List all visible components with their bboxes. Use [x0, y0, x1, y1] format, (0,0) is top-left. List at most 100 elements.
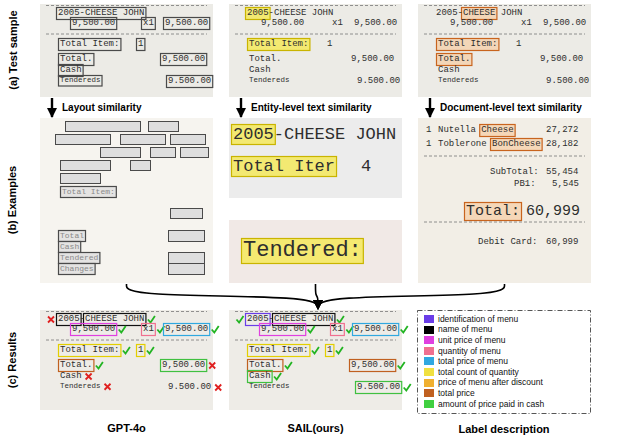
receipt-text: Cash [249, 372, 271, 381]
receipt-text: 55,454 [546, 168, 578, 177]
edge-label: Entity-level text similarity [249, 102, 374, 113]
legend-swatch [424, 400, 434, 408]
layout-box [149, 122, 179, 132]
legend-label: quantity of menu [438, 347, 501, 356]
highlight-box [59, 253, 100, 264]
receipt-text: 9,500.00 [261, 325, 304, 334]
legend-label: total price [438, 389, 475, 398]
legend-label: total count of quantity [438, 368, 519, 377]
dashed-rule [46, 34, 207, 35]
crop-band [229, 220, 402, 283]
receipt-text: 2005-CHEESE JOHN [436, 9, 522, 18]
receipt-text: 9,500.00 [540, 55, 583, 64]
highlight-box [161, 360, 207, 372]
dashed-rule [46, 340, 207, 341]
layout-box [61, 174, 101, 184]
highlight-box [59, 264, 96, 275]
row-label: (b) Examples [6, 166, 18, 234]
receipt-text: Tendered: [243, 240, 362, 262]
receipt-text: Tendereds [249, 383, 290, 391]
receipt-text: 1 [138, 346, 143, 355]
receipt-text: Nutella Cheese [438, 126, 514, 135]
legend-entry: unit price of menu [424, 335, 506, 345]
receipt-text: Cash [249, 66, 271, 75]
layout-box [169, 253, 205, 264]
legend-swatch [424, 347, 434, 355]
receipt-text: 9,500.00 [354, 19, 397, 28]
legend-label: identification of menu [438, 315, 518, 324]
receipt-text: 9,500.00 [72, 325, 115, 334]
legend-swatch [424, 357, 434, 365]
receipt-text: Total Item: [62, 188, 115, 196]
highlight-box [59, 231, 86, 242]
check-mark [274, 373, 281, 380]
legend-swatch [424, 368, 434, 376]
highlight-box [59, 242, 81, 253]
legend-entry: total count of quantity [424, 367, 519, 377]
legend-entry: quantity of menu [424, 346, 501, 356]
legend-swatch [424, 379, 434, 387]
receipt-text: Cash [60, 372, 82, 381]
receipt-text: 9,500.00 [162, 55, 205, 64]
legend-label: unit price of menu [438, 336, 506, 345]
receipt-text: Total. [249, 361, 281, 370]
check-mark [337, 316, 344, 323]
legend-entry: total price [424, 388, 475, 398]
receipt-text: 9,500.00 [72, 19, 115, 28]
receipt-text: 28,182 [546, 140, 578, 149]
receipt-text: Total Item: [438, 40, 497, 49]
highlight-box [260, 324, 306, 336]
check-mark [237, 316, 244, 323]
receipt-text: Total Item: [249, 346, 308, 355]
highlight-box [137, 39, 145, 51]
check-mark [401, 326, 408, 333]
receipt-text: Changes [60, 265, 94, 273]
highlight-box [59, 76, 103, 87]
receipt-text: Total. [438, 55, 470, 64]
layout-example: Total Item:TotalCashTenderedChanges [40, 118, 213, 283]
receipt-text: 9,500.00 [543, 19, 586, 28]
highlight-box [248, 371, 273, 383]
dashed-rule [424, 5, 585, 6]
panel-caption: GPT-4o [40, 422, 213, 434]
receipt-text: 1 [516, 40, 521, 49]
check-mark [96, 362, 103, 369]
highlight-box [59, 360, 94, 372]
receipt-text: Cash [438, 66, 460, 75]
legend-swatch [424, 326, 434, 334]
dashed-rule [424, 156, 585, 157]
highlight-box [59, 345, 121, 357]
legend-label: total price of menu [438, 357, 508, 366]
highlight-box [167, 76, 213, 88]
highlight-box [248, 360, 283, 372]
receipt-text: 1 [327, 40, 332, 49]
connector-arrow [127, 284, 319, 309]
highlight-box [353, 324, 399, 336]
panel-caption: SAIL(ours) [229, 422, 402, 434]
receipt-text: Cash [60, 243, 79, 251]
highlight-box [142, 324, 156, 336]
entity-example: 2005-CHEESE JOHNTotal Iter4Tendered: [229, 118, 402, 283]
check-mark [147, 347, 154, 354]
legend-entry: total price of menu [424, 356, 508, 366]
cross-mark [48, 317, 54, 323]
highlight-box [437, 39, 499, 51]
layout-box [61, 161, 111, 171]
highlight-box [350, 360, 396, 372]
dashed-rule [424, 222, 585, 223]
row-label: (c) Results [6, 332, 18, 388]
check-mark [312, 347, 319, 354]
highlight-box [164, 18, 210, 30]
layout-box [101, 148, 141, 158]
receipt-text: x1 [143, 19, 154, 28]
highlight-box [331, 324, 345, 336]
receipt-text: Total Iter [233, 158, 335, 175]
highlight-box [232, 157, 337, 177]
receipt-text: Tendereds [249, 77, 290, 85]
receipt-text: PB1: [514, 180, 536, 189]
highlight-box [59, 39, 121, 51]
check-mark [148, 316, 155, 323]
legend-swatch [424, 389, 434, 397]
check-mark [212, 326, 219, 333]
